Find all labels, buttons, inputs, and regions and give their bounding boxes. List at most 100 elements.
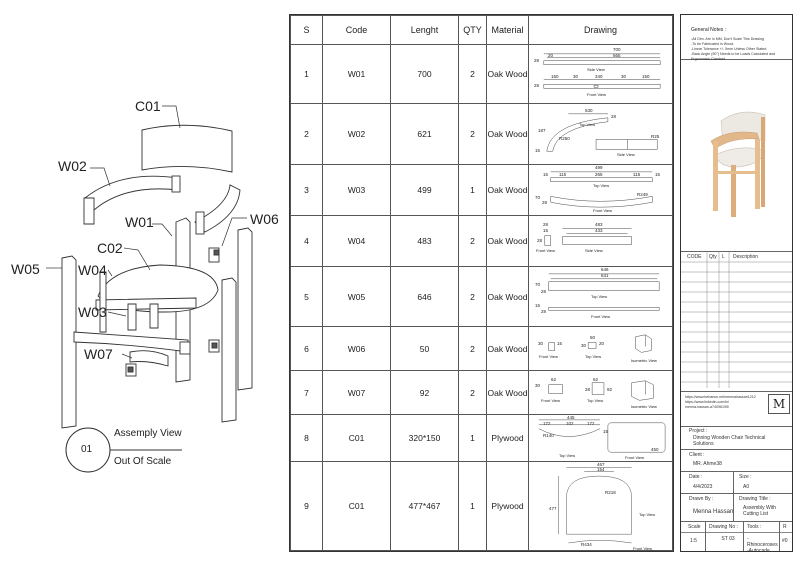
cell-material: Plywood	[486, 461, 529, 551]
dim-text: 340	[595, 74, 603, 79]
dim-text: 15	[557, 341, 563, 346]
cell-qty: 1	[458, 461, 487, 551]
drawing-title-value: Assembly With Cutting List	[743, 505, 777, 517]
table-row: 7 W07 92 2 Oak Wood 30 62	[290, 370, 673, 415]
cell-s: 9	[290, 461, 323, 551]
label-w07: W07	[84, 346, 113, 362]
cell-s: 8	[290, 414, 323, 462]
cell-qty: 2	[458, 103, 487, 165]
dim-text: 445	[567, 415, 575, 420]
part-w01-leg-right	[237, 227, 253, 391]
drawing-w03	[550, 171, 653, 208]
dim-text: 70	[535, 282, 541, 287]
drawn-by-label: Drawn By :	[689, 496, 714, 502]
cell-drawing: 646 631 70 28 Top View 15 28 Front View	[528, 266, 673, 327]
dim-text: 62	[551, 377, 557, 382]
table-row: 6 W06 50 2 Oak Wood 30 15	[290, 326, 673, 371]
tools-value: -Rhinoceroses -Autocade	[747, 536, 778, 554]
drawing-w07	[548, 380, 654, 401]
dim-text: 150	[642, 74, 650, 79]
designer-logo: M	[768, 394, 790, 414]
part-w05-leg-left	[61, 255, 77, 429]
tools-label: Tools :	[747, 524, 762, 530]
cell-code: C01	[322, 414, 391, 462]
cell-length: 483	[390, 215, 459, 267]
table-row: 5 W05 646 2 Oak Wood 646 631	[290, 266, 673, 327]
cell-code: W05	[322, 266, 391, 327]
view-title: Assemply View	[114, 428, 182, 439]
dim-text: 15	[535, 148, 541, 153]
table-row: 2 W02 621 2 Oak Wood 530 28	[290, 103, 673, 165]
part-w02-arm-right	[194, 184, 241, 233]
view-caption: Top View	[559, 453, 576, 458]
cell-material: Oak Wood	[486, 103, 529, 165]
dim-text: 154	[597, 467, 605, 472]
drawing-w05	[548, 273, 660, 311]
client-field: Client : MR. Ahme38	[681, 449, 792, 472]
cell-s: 7	[290, 370, 323, 415]
parts-header-desc: Description	[733, 254, 759, 260]
dim-text: 700	[613, 47, 621, 52]
table-row: 8 C01 320*150 1 Plywood 445 172	[290, 414, 673, 462]
label-c01: C01	[135, 98, 161, 114]
dim-text: 28	[537, 238, 543, 243]
cell-material: Oak Wood	[486, 164, 529, 216]
part-w02-arm-end-left	[83, 197, 95, 225]
dim-text: R249	[637, 192, 648, 197]
drawn-by-row: Drawn By : Menna Hassan Drawing Title : …	[681, 493, 792, 522]
client-value: MR. Ahme38	[693, 461, 722, 467]
cell-length: 320*150	[390, 414, 459, 462]
dim-text: 28	[543, 222, 549, 227]
dim-text: R434	[581, 542, 592, 547]
date-label: Date :	[689, 474, 703, 480]
dim-text: 30	[581, 343, 587, 348]
part-w05-leg-right	[221, 277, 237, 423]
part-w07-peg-rail	[129, 350, 169, 367]
table-header-row: S Code Lenght QTY Material Drawing	[290, 15, 673, 45]
dim-text: 102	[566, 421, 574, 426]
cell-length: 92	[390, 370, 459, 415]
dim-text: 28	[611, 114, 617, 119]
drawing-c01-back	[538, 419, 666, 453]
cutting-list-table: S Code Lenght QTY Material Drawing 1 W01…	[289, 14, 674, 552]
view-caption: Front View	[541, 398, 561, 403]
parts-list-table: CODE Qty L Description	[681, 251, 792, 388]
rev-value: #0	[782, 538, 788, 544]
cell-qty: 2	[458, 215, 487, 267]
dim-text: 50	[590, 335, 596, 340]
cell-drawing: 28 15 483 433 28 Front View Side View	[528, 215, 673, 267]
header-length: Lenght	[390, 15, 459, 45]
header-code: Code	[322, 15, 391, 45]
dim-text: R250	[559, 136, 570, 141]
links-list: https://www.behance.net/mennahassan1212 …	[685, 395, 765, 410]
cell-s: 4	[290, 215, 323, 267]
title-block: General Notes : -All Dim. Are in MM, Don…	[680, 14, 793, 554]
dim-text: 92	[607, 387, 613, 392]
dim-text: 30	[621, 74, 627, 79]
drawing-no-label: Drawing No :	[709, 524, 738, 530]
view-caption: Front View	[539, 354, 559, 359]
behance-link[interactable]: https://www.behance.net/mennahassan1212	[685, 395, 756, 399]
view-caption: Front View	[633, 546, 653, 551]
dim-text: 15	[543, 172, 549, 177]
linkedin-link[interactable]: https://www.linkedin.com/in/	[685, 400, 730, 404]
part-w03-end	[179, 341, 191, 355]
drawn-by-value: Menna Hassan	[693, 509, 734, 515]
drawing-w01	[543, 53, 661, 89]
view-caption: Top View	[639, 512, 656, 517]
dim-text: 15	[543, 228, 549, 233]
drawing-w02	[546, 113, 658, 152]
dim-text: 115	[559, 172, 567, 177]
cell-drawing: 530 28 Top View 187 R250 R25 15 Side Vie…	[528, 103, 673, 165]
general-notes: General Notes : -All Dim. Are in MM, Don…	[681, 15, 792, 61]
view-caption: Isometric View	[631, 358, 657, 363]
dim-text: 646	[601, 267, 609, 272]
linkedin-link-cont[interactable]: menna-hassan-a74096195/	[685, 405, 729, 409]
dim-text: 28	[541, 309, 547, 314]
view-caption: Front View	[536, 248, 556, 253]
dim-text: 15	[655, 172, 661, 177]
view-scale: Out Of Scale	[114, 456, 172, 467]
dim-text: 631	[601, 273, 609, 278]
scale-row: Scale 1:5 Drawing No : ST 03 Tools : -Rh…	[681, 521, 792, 554]
cell-material: Oak Wood	[486, 370, 529, 415]
